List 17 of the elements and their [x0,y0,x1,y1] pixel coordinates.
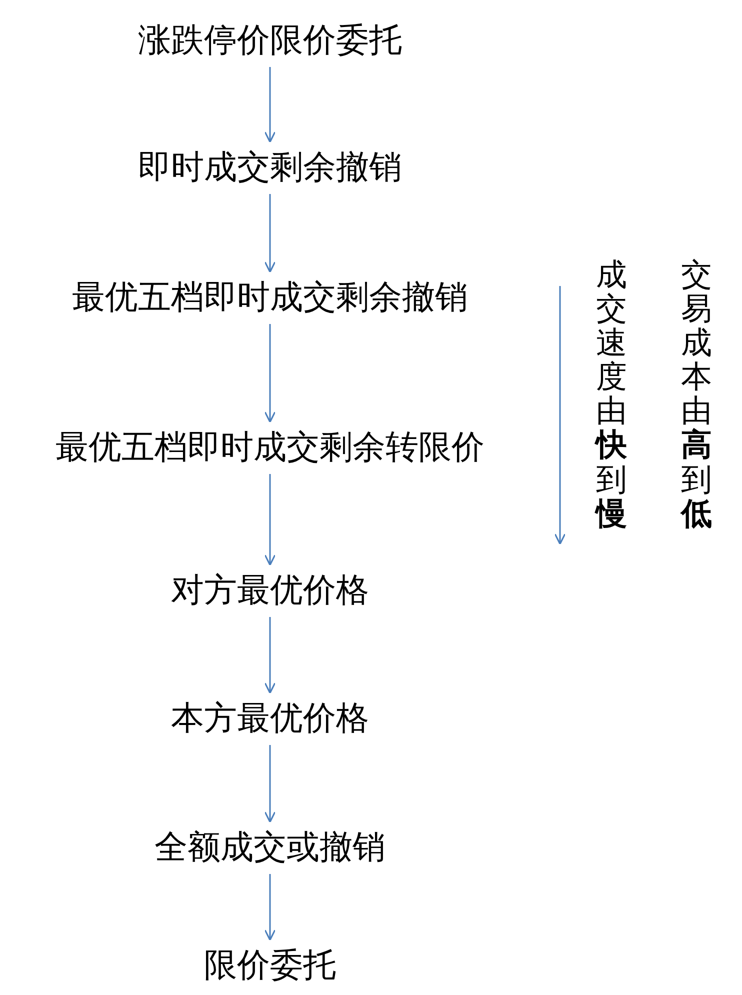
arrow [264,324,276,423]
step-label: 涨跌停价限价委托 [138,19,402,61]
arrow [264,617,276,694]
step-label: 对方最优价格 [171,569,369,611]
step-label: 本方最优价格 [171,697,369,739]
step-label: 限价委托 [204,944,336,986]
vertical-note: 成交速度由快到慢 [596,258,627,531]
arrow [264,474,276,566]
step-label: 即时成交剩余撤销 [138,146,402,188]
step-label: 最优五档即时成交剩余撤销 [72,276,468,318]
arrow [264,874,276,941]
step-label: 最优五档即时成交剩余转限价 [56,426,484,468]
arrow [264,67,276,143]
step-label: 全额成交或撤销 [154,826,386,868]
vertical-note: 交易成本由高到低 [681,258,712,531]
arrow [264,745,276,823]
arrow [264,194,276,273]
